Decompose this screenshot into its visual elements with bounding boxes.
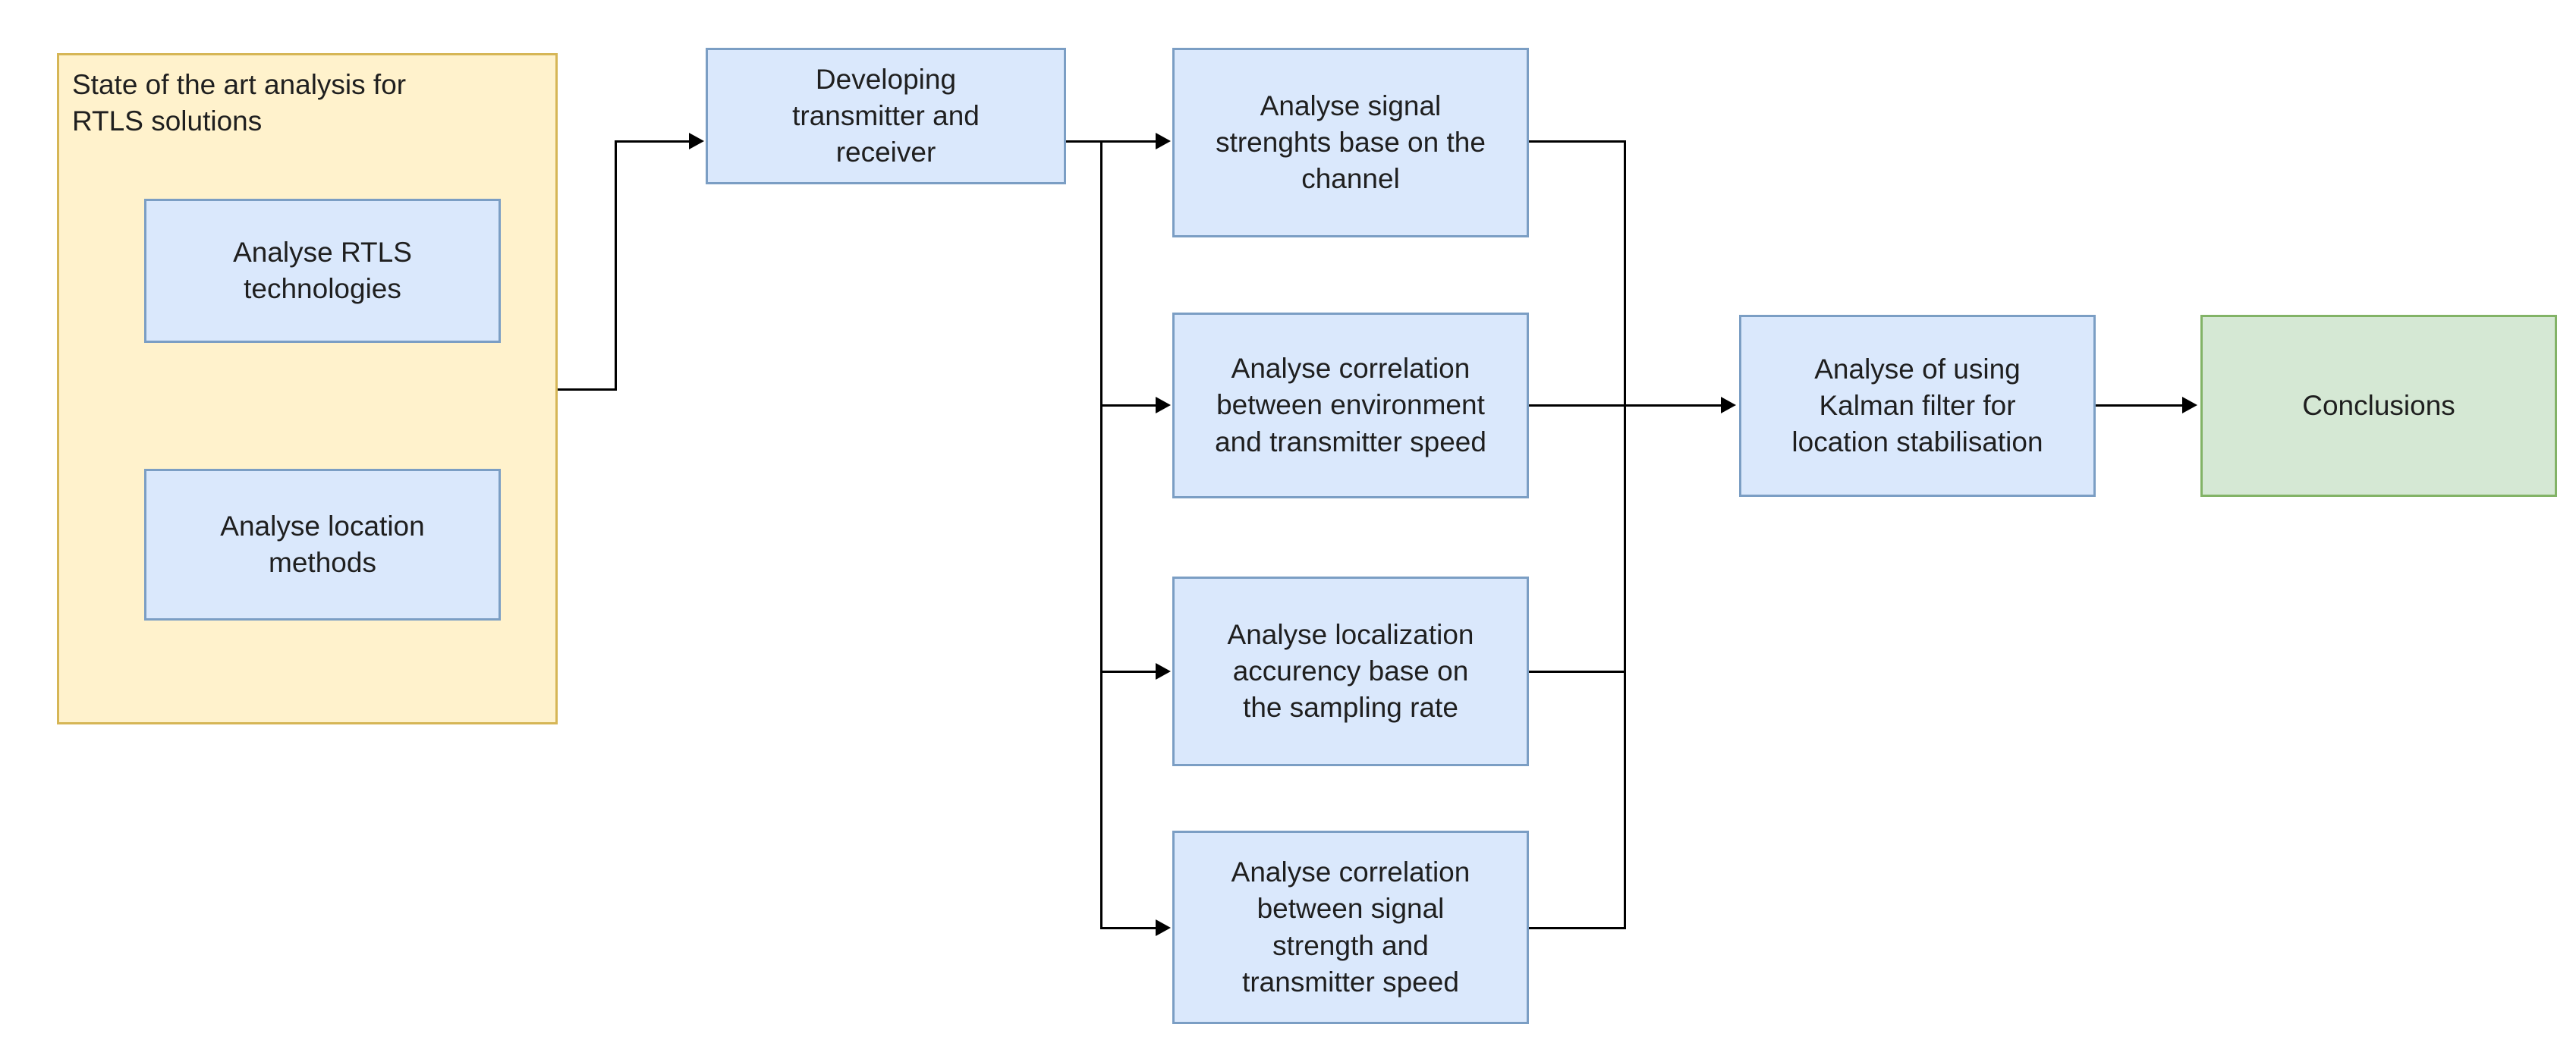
edge-merge-from-signal-strengths [1529,140,1626,143]
edge-kalman-to-conclusions [2096,404,2184,407]
node-analyse-correlation-environment-speed[interactable]: Analyse correlation between environment … [1172,313,1529,498]
edge-merge-from-signal-speed [1529,927,1626,929]
arrowhead-environment-speed [1156,397,1171,413]
edge-group-to-developing-seg3 [615,140,690,143]
node-analyse-location-methods[interactable]: Analyse location methods [144,469,501,621]
arrowhead-signal-strengths [1156,133,1171,149]
group-state-of-the-art[interactable] [57,53,558,724]
edge-branch-signal-speed [1100,927,1159,929]
node-analyse-signal-strengths[interactable]: Analyse signal strenghts base on the cha… [1172,48,1529,237]
node-analyse-kalman-filter[interactable]: Analyse of using Kalman filter for locat… [1739,315,2096,497]
arrowhead-developing [689,133,704,149]
node-analyse-correlation-signal-speed[interactable]: Analyse correlation between signal stren… [1172,831,1529,1024]
edge-merge-to-kalman [1624,404,1722,407]
arrowhead-kalman [1721,397,1736,413]
edge-group-to-developing-seg1 [558,388,617,391]
edge-merge-from-sampling-rate [1529,671,1626,673]
group-title: State of the art analysis for RTLS solut… [72,69,407,137]
arrowhead-conclusions [2182,397,2197,413]
edge-branch-environment-speed [1100,404,1159,407]
node-conclusions[interactable]: Conclusions [2200,315,2557,497]
edge-group-to-developing-seg2 [615,140,617,391]
edge-merge-bus [1624,140,1626,929]
edge-merge-from-environment-speed [1529,404,1626,407]
arrowhead-sampling-rate [1156,663,1171,680]
node-analyse-rtls-technologies[interactable]: Analyse RTLS technologies [144,199,501,343]
edge-developing-out-stub [1066,140,1102,143]
node-developing-transmitter-receiver[interactable]: Developing transmitter and receiver [706,48,1066,184]
arrowhead-signal-speed [1156,919,1171,936]
edge-branch-signal-strengths [1100,140,1159,143]
edge-fanout-bus [1100,140,1102,929]
node-analyse-localization-accuracy[interactable]: Analyse localization accurency base on t… [1172,577,1529,766]
edge-branch-sampling-rate [1100,671,1159,673]
